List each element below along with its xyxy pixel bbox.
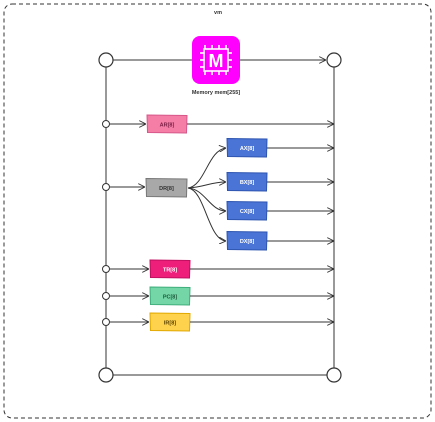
ir-box xyxy=(149,312,191,332)
tr-box xyxy=(149,259,191,279)
pc-register[interactable]: PC[8] xyxy=(149,286,191,306)
dx-register[interactable]: DX[8] xyxy=(226,230,268,251)
dr-to-ax-arrow xyxy=(187,148,226,189)
ir-register[interactable]: IR[8] xyxy=(149,312,191,332)
dx-label: DX[8] xyxy=(240,239,255,245)
dr-to-dx-arrow xyxy=(187,187,226,241)
cx-label: CX[8] xyxy=(240,209,255,215)
dr-to-bx-arrow xyxy=(187,182,226,189)
cx-register[interactable]: CX[8] xyxy=(226,200,268,221)
tr-input-port[interactable] xyxy=(102,265,110,273)
memory-chip-icon[interactable]: M xyxy=(192,36,240,84)
vm-title: vm xyxy=(214,10,222,16)
right-bottom-terminal[interactable] xyxy=(326,367,342,383)
bx-box xyxy=(226,171,268,192)
dr-label: DR[8] xyxy=(159,186,174,192)
dr-register[interactable]: DR[8] xyxy=(145,177,188,198)
left-bottom-terminal[interactable] xyxy=(98,367,114,383)
pc-label: PC[8] xyxy=(163,295,178,301)
vm-container xyxy=(3,3,432,419)
dr-box xyxy=(145,177,188,198)
pc-input-port[interactable] xyxy=(102,292,110,300)
ar-label: AR[8] xyxy=(160,123,175,129)
bx-register[interactable]: BX[8] xyxy=(226,171,268,192)
left-top-terminal[interactable] xyxy=(98,52,114,68)
ax-register[interactable]: AX[8] xyxy=(226,137,268,158)
tr-label: TR[8] xyxy=(163,268,177,274)
dr-to-cx-arrow xyxy=(187,187,227,211)
ir-label: IR[8] xyxy=(164,321,176,327)
dx-box xyxy=(226,230,268,251)
ar-box xyxy=(146,114,188,134)
ir-input-port[interactable] xyxy=(102,318,110,326)
bx-label: BX[8] xyxy=(240,180,255,186)
cx-box xyxy=(226,200,268,221)
right-top-terminal[interactable] xyxy=(326,52,342,68)
ar-input-port[interactable] xyxy=(102,120,110,128)
memory-caption: Memory mem[255] xyxy=(192,90,240,96)
ar-register[interactable]: AR[8] xyxy=(146,114,188,134)
tr-register[interactable]: TR[8] xyxy=(149,259,191,279)
ax-box xyxy=(226,137,268,158)
memory-icon-letter: M xyxy=(209,51,224,71)
ax-label: AX[8] xyxy=(240,146,255,152)
dr-input-port[interactable] xyxy=(102,183,110,191)
pc-box xyxy=(149,286,191,306)
